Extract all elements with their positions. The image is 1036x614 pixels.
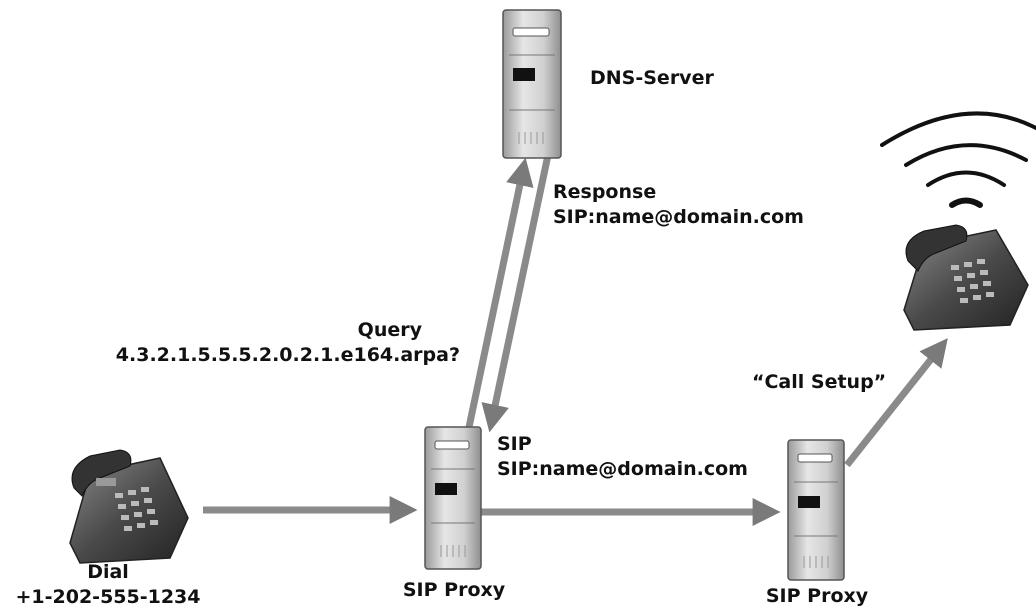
call-setup-label: “Call Setup” (752, 371, 887, 393)
response-label: Response SIP:name@domain.com (553, 180, 804, 229)
dns-server-label: DNS-Server (590, 67, 714, 89)
dial-number: +1-202-555-1234 (15, 585, 201, 608)
ringing-waves-icon (880, 111, 1036, 208)
call-setup-arrow (844, 338, 948, 468)
sip-proxy-2-server-icon (787, 439, 845, 581)
response-title: Response (553, 181, 657, 203)
sip-value: SIP:name@domain.com (497, 457, 748, 480)
query-title: Query (357, 319, 422, 341)
dial-title: Dial (87, 561, 129, 583)
query-arrow (464, 157, 534, 433)
dialing-phone-icon (69, 449, 189, 564)
sip-proxy-1-label: SIP Proxy (402, 579, 506, 601)
response-arrow (481, 154, 552, 433)
sip-title: SIP (497, 433, 532, 455)
sip-label: SIP SIP:name@domain.com (497, 432, 748, 481)
receiving-phone-icon (903, 224, 1029, 331)
sip-proxy-1-server-icon (424, 426, 482, 570)
dial-label: Dial +1-202-555-1234 (16, 560, 201, 609)
dns-server-icon (502, 9, 562, 159)
response-value: SIP:name@domain.com (553, 205, 804, 228)
query-value: 4.3.2.1.5.5.5.2.0.2.1.e164.arpa? (115, 343, 460, 366)
sip-proxy-2-label: SIP Proxy (765, 585, 869, 607)
arrows (203, 154, 948, 526)
query-label: Query 4.3.2.1.5.5.5.2.0.2.1.e164.arpa? (100, 318, 460, 367)
